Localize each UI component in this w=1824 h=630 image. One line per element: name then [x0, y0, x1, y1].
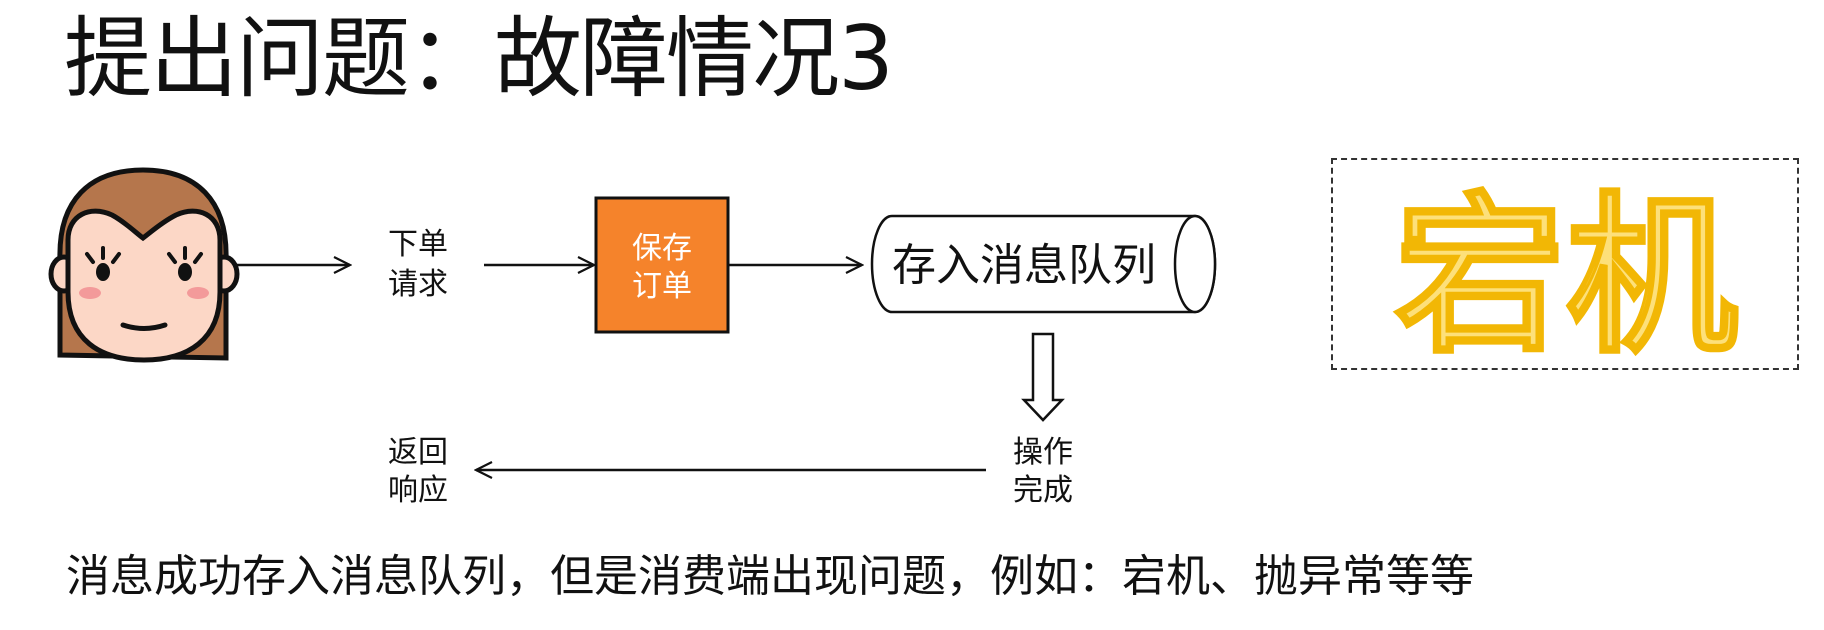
caption: 消息成功存入消息队列，但是消费端出现问题，例如：宕机、抛异常等等 — [66, 551, 1474, 602]
crash-box — [1331, 158, 1799, 370]
response-label-line1: 返回 — [388, 435, 448, 470]
save-order-label-line2: 订单 — [632, 269, 692, 304]
hollow-arrow-down-icon — [1021, 332, 1065, 422]
save-order-box: 保存 订单 — [594, 196, 730, 334]
request-label-line1: 下单 — [388, 227, 448, 262]
save-order-label-line1: 保存 — [632, 231, 692, 266]
done-label-line2: 完成 — [1013, 473, 1073, 508]
page-title: 提出问题：故障情况3 — [64, 7, 894, 110]
request-label-line2: 请求 — [388, 267, 448, 302]
message-queue-cylinder: 存入消息队列 — [870, 214, 1217, 314]
done-label-line1: 操作 — [1013, 435, 1073, 470]
response-label-line2: 响应 — [388, 473, 448, 508]
user-avatar-icon — [48, 167, 240, 363]
queue-label: 存入消息队列 — [892, 240, 1156, 291]
crash-text: 宕机 — [1394, 176, 1738, 377]
